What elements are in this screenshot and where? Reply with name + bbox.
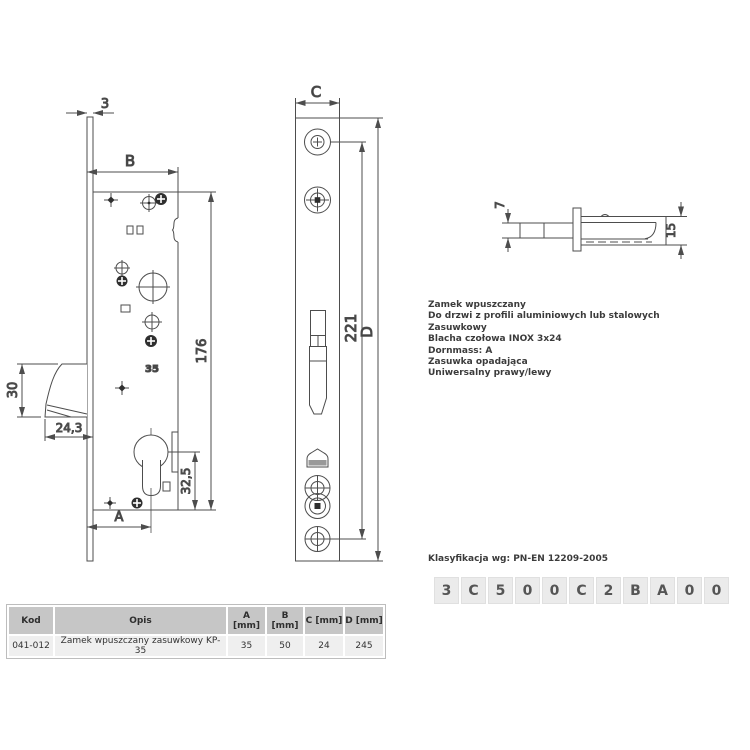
classification-code-box: C [461, 577, 486, 604]
description-line: Zamek wpuszczany [428, 300, 526, 310]
cell-a-mm: 35 [228, 636, 265, 656]
side-view: 7 15 [493, 201, 687, 259]
lock-body-view: 3 B 176 [6, 97, 216, 562]
screw-symbols [104, 193, 170, 509]
classification-code-box: C [569, 577, 594, 604]
description-line: Dornmass: A [428, 345, 493, 356]
dim-label-plate-width: C [311, 83, 321, 101]
euro-cylinder-hole [133, 428, 171, 533]
dim-label-body-width: B [125, 152, 135, 170]
description-line: Do drzwi z profili aluminiowych lub stal… [428, 311, 660, 322]
classification-code-box: 0 [542, 577, 567, 604]
col-header-b: B [mm] [267, 607, 303, 634]
dim-label-backset: A [115, 510, 124, 525]
faceplate-bolt-cutout [309, 310, 327, 415]
dim-label-plate-height: D [358, 326, 376, 338]
col-header-d: D [mm] [345, 607, 383, 634]
dim-label-cylinder-offset: 32,5 [179, 468, 193, 495]
spec-table-row: 041-012 Zamek wpuszczany zasuwkowy KP-35… [9, 636, 383, 656]
faceplate-view: C [295, 83, 383, 562]
classification-code-box: 0 [677, 577, 702, 604]
spec-table-header-row: Kod Opis A [mm] B [mm] C [mm] D [mm] [9, 607, 383, 634]
cell-c-mm: 24 [305, 636, 343, 656]
faceplate-screws [304, 128, 331, 552]
brand-logo [306, 448, 329, 468]
product-description: Zamek wpuszczany Do drzwi z profili alum… [428, 300, 660, 380]
dim-label-hook-depth: 24,3 [56, 421, 83, 435]
cell-opis: Zamek wpuszczany zasuwkowy KP-35 [55, 636, 226, 656]
classification-code-box: 2 [596, 577, 621, 604]
dim-label-front-thickness: 3 [101, 97, 109, 112]
cell-kod: 041-012 [9, 636, 53, 656]
description-line: Uniwersalny prawy/lewy [428, 368, 552, 379]
classification-title: Klasyfikacja wg: PN-EN 12209-2005 [428, 554, 608, 564]
col-header-c: C [mm] [305, 607, 343, 634]
description-line: Zasuwkowy [428, 322, 487, 333]
col-header-a: A [mm] [228, 607, 265, 634]
classification-code-box: A [650, 577, 675, 604]
spec-table: Kod Opis A [mm] B [mm] C [mm] D [mm] 041… [6, 604, 386, 659]
body-mark-label: 35 [145, 364, 159, 375]
classification-code-box: B [623, 577, 648, 604]
classification-code-box: 5 [488, 577, 513, 604]
dim-label-case-depth: 15 [664, 223, 678, 238]
classification-code-box: 3 [434, 577, 459, 604]
dim-label-bolt-thickness: 7 [493, 201, 507, 209]
classification-code-row: 3 C 5 0 0 C 2 B A 0 0 [434, 577, 729, 604]
dim-label-body-height: 176 [195, 339, 210, 364]
classification-code-box: 0 [704, 577, 729, 604]
cell-b-mm: 50 [267, 636, 303, 656]
description-line: Blacha czołowa INOX 3x24 [428, 334, 562, 345]
dim-label-screw-span: 221 [342, 314, 360, 343]
col-header-opis: Opis [55, 607, 226, 634]
col-header-kod: Kod [9, 607, 53, 634]
dim-label-hook-height: 30 [6, 382, 21, 399]
cell-d-mm: 245 [345, 636, 383, 656]
hook-bolt [44, 363, 88, 418]
description-line: Zasuwka opadająca [428, 357, 528, 368]
classification-code-box: 0 [515, 577, 540, 604]
